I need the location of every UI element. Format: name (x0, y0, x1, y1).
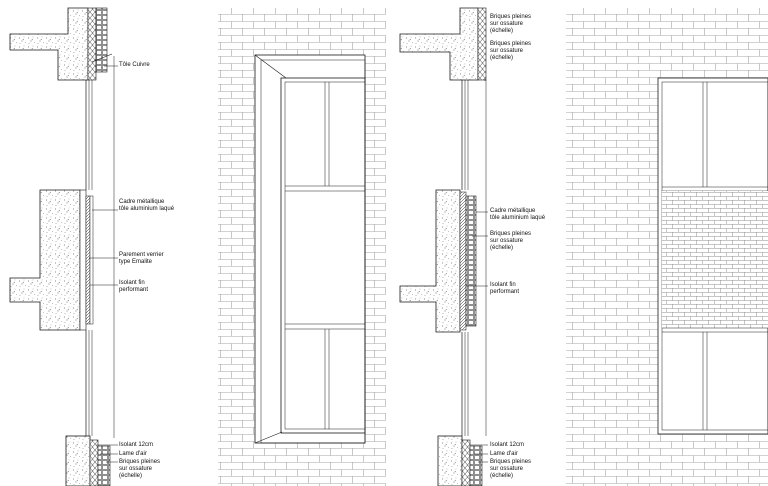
label-tole-cuivre: Tôle Cuivre (119, 62, 150, 68)
label-briques-pleines-mid: Briques pleines sur ossature (échelle) (490, 231, 532, 251)
label-briques-pleines-top-1: Briques pleines sur ossature (échelle) (490, 14, 532, 34)
label-parement-verrier: Parement verrier type Emalite (119, 252, 164, 265)
left-facade-elevation (218, 8, 386, 486)
label-isolant-fin-right: Isolant fin performant (490, 282, 520, 295)
left-wall-section (9, 7, 118, 486)
label-briques-pleines: Briques pleines sur ossature (échelle) (119, 459, 161, 479)
label-cadre-metallique-right: Cadre métallique tôle aluminium laqué (490, 208, 546, 221)
label-isolant-12cm: Isolant 12cm (119, 442, 154, 448)
label-briques-pleines-top-2: Briques pleines sur ossature (échelle) (490, 41, 532, 61)
label-isolant-12cm-right: Isolant 12cm (490, 442, 525, 448)
right-wall-section (399, 7, 488, 486)
label-lame-air: Lame d'air (119, 451, 147, 457)
label-briques-pleines-bottom: Briques pleines sur ossature (échelle) (490, 459, 532, 479)
label-cadre-metallique: Cadre métallique tôle aluminium laqué (119, 199, 175, 212)
label-lame-air-right: Lame d'air (490, 451, 518, 457)
right-facade-elevation (566, 8, 768, 486)
label-isolant-fin: Isolant fin performant (119, 280, 149, 293)
